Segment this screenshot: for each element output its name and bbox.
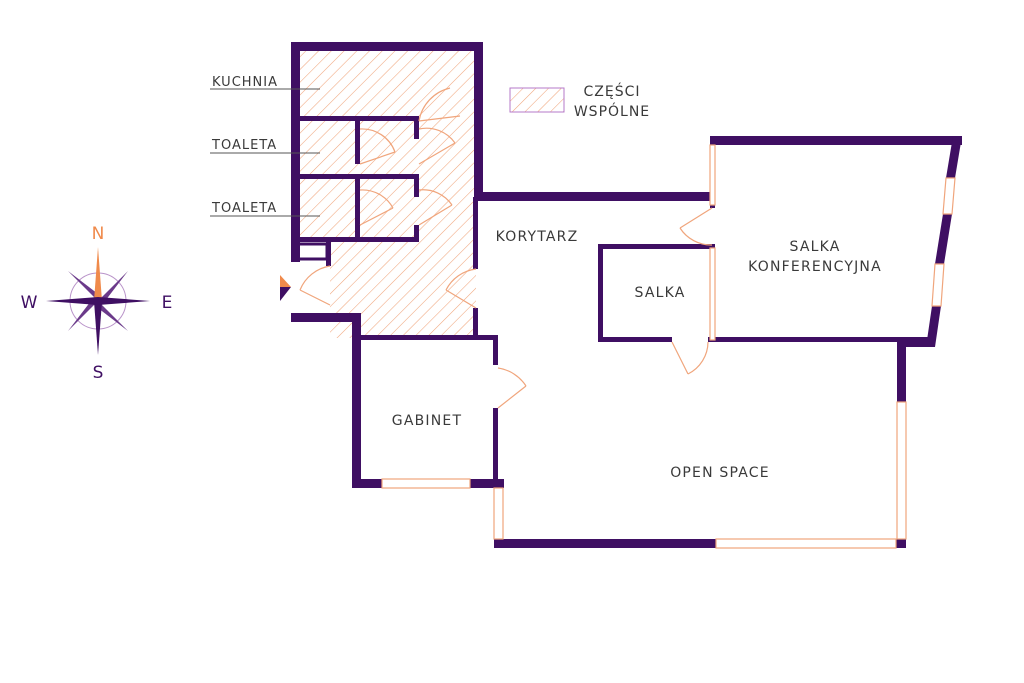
- wall-niche-right: [326, 242, 331, 266]
- wall-gabinet-left: [352, 313, 361, 488]
- walls: [291, 42, 962, 548]
- kitchen-area: [297, 48, 477, 116]
- wall-toilet-toilet: [297, 174, 419, 179]
- door-corridor-left: [445, 268, 477, 309]
- compass-north-needle: [94, 247, 102, 301]
- compass-rose-icon: N S E W: [21, 224, 173, 383]
- wall-left-common: [291, 42, 300, 262]
- label-salka-konf-2: KONFERENCYJNA: [748, 259, 882, 275]
- wall-gabinet-bottom-r: [470, 479, 504, 488]
- label-kuchnia: KUCHNIA: [212, 75, 278, 90]
- wall-toilet-inner-2: [355, 177, 360, 240]
- door-toilet-1-outer: [418, 127, 456, 165]
- compass-label-e: E: [162, 293, 173, 313]
- compass-diag-3: [68, 297, 98, 331]
- wall-salka-left: [598, 244, 603, 342]
- wall-gabinet-top: [357, 335, 498, 340]
- compass-label-s: S: [93, 363, 104, 383]
- common-areas: [297, 48, 477, 338]
- doors: [299, 87, 713, 409]
- compass-label-n: N: [92, 224, 105, 244]
- wall-toilet-right-2: [414, 177, 419, 197]
- wall-conf-right-top: [946, 136, 962, 178]
- door-toilet-2-outer: [418, 189, 453, 226]
- wall-toilet-right-1: [414, 119, 419, 139]
- label-salka-konf-1: SALKA: [789, 239, 840, 255]
- compass-diag-1: [98, 271, 128, 305]
- compass-east-needle: [98, 297, 150, 305]
- wall-entry-bottom: [291, 313, 361, 322]
- door-toilet-1-inner: [359, 128, 396, 165]
- legend-swatch: [509, 87, 565, 113]
- wall-conf-right-bot: [926, 306, 941, 347]
- legend-line-2: WSPÓLNE: [574, 102, 650, 120]
- label-toaleta-1: TOALETA: [211, 138, 277, 153]
- door-toilet-2-inner: [359, 189, 394, 226]
- niche: [295, 242, 329, 261]
- window-salka-right: [709, 247, 716, 341]
- wall-conf-right-mid: [935, 214, 952, 264]
- wall-right-common: [474, 42, 483, 197]
- wall-toilet-right-3: [414, 225, 419, 242]
- door-salka: [671, 341, 709, 375]
- wall-open-bottom-r: [896, 539, 906, 548]
- window-open-bottom: [715, 538, 897, 549]
- compass-west-needle: [46, 297, 98, 305]
- legend: CZĘŚCI WSPÓLNE: [509, 82, 650, 120]
- wall-corridor-left: [473, 197, 478, 269]
- entry-area: [330, 242, 476, 338]
- label-toaleta-2: TOALETA: [211, 201, 277, 216]
- wall-toilet-inner-1: [355, 119, 360, 164]
- wall-corridor-left-2: [473, 308, 478, 338]
- window-open-right: [896, 401, 907, 540]
- compass-diag-2: [94, 301, 128, 331]
- wall-open-right: [897, 340, 906, 402]
- wall-salka-top: [598, 244, 715, 249]
- wall-gabinet-bottom-l: [352, 479, 382, 488]
- wall-kitchen-toilet: [297, 116, 419, 121]
- label-salka: SALKA: [634, 285, 685, 301]
- legend-line-1: CZĘŚCI: [583, 82, 640, 100]
- side-labels: KUCHNIA TOALETA TOALETA: [210, 75, 320, 217]
- room-labels: KORYTARZ SALKA SALKA KONFERENCYJNA GABIN…: [392, 229, 882, 481]
- compass-label-w: W: [21, 293, 38, 313]
- wall-open-bottom-l: [494, 539, 716, 548]
- label-gabinet: GABINET: [392, 413, 462, 429]
- wall-gabinet-right-1: [493, 335, 498, 365]
- window-conf-left: [709, 144, 716, 206]
- window-gabinet: [381, 478, 471, 489]
- windows: [381, 144, 956, 549]
- compass-diag-4: [68, 271, 102, 301]
- wall-conf-bottom: [708, 337, 934, 342]
- wall-gabinet-right-2: [493, 408, 498, 480]
- wall-salka-bottom: [598, 337, 672, 342]
- label-open-space: OPEN SPACE: [670, 465, 770, 481]
- door-gabinet: [497, 367, 527, 409]
- compass-south-needle: [94, 301, 102, 355]
- window-conf-right-2: [931, 263, 945, 307]
- entrance-arrow-icon: [280, 275, 291, 301]
- window-conf-right-1: [942, 177, 956, 215]
- window-open-left: [493, 487, 504, 540]
- wall-conf-bottom-r: [897, 339, 935, 347]
- door-kitchen: [418, 87, 461, 122]
- wall-corridor-top: [474, 192, 710, 201]
- door-entrance: [299, 265, 331, 306]
- label-korytarz: KORYTARZ: [496, 229, 579, 245]
- wall-conf-top: [710, 136, 962, 145]
- wall-top-common: [291, 42, 483, 51]
- door-conference: [679, 207, 713, 246]
